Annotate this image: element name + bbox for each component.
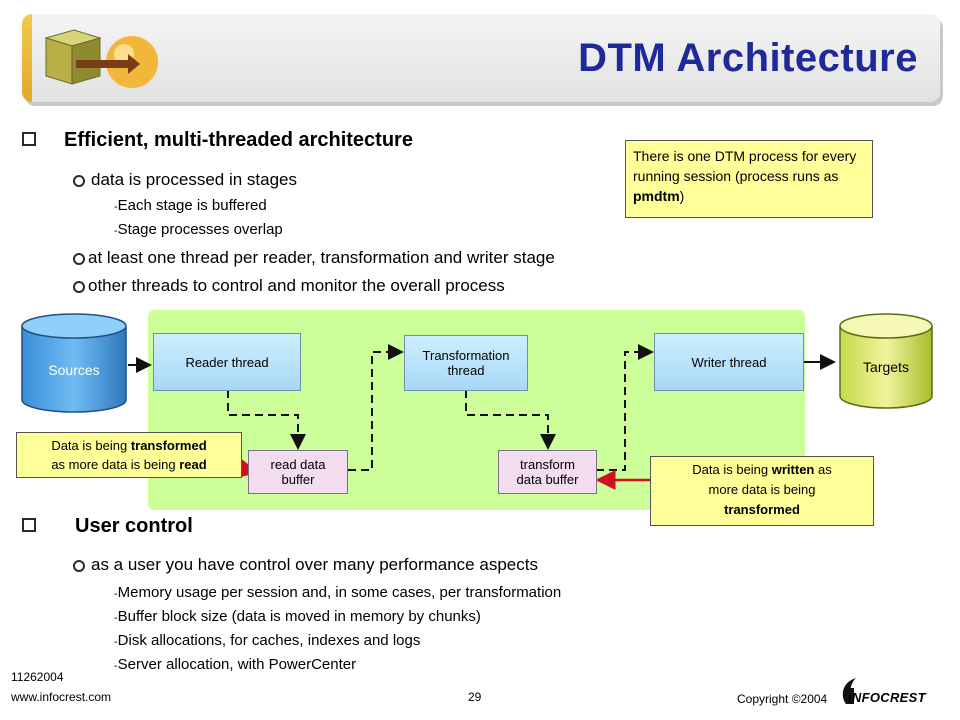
bullet-threads: at least one thread per reader, transfor… [88,248,555,267]
sub-bullet-disk: -Disk allocations, for caches, indexes a… [114,632,421,649]
dtm-process-callout: There is one DTM process for every runni… [625,140,873,218]
footer-url[interactable]: www.infocrest.com [11,690,112,704]
sources-label: Sources [48,362,100,378]
title-banner-accent [22,14,940,102]
targets-label: Targets [863,359,909,375]
bullet-user-aspects: as a user you have control over many per… [91,555,538,574]
bullet-user-control: User control [75,515,193,537]
sub-bullet-memory: -Memory usage per session and, in some c… [114,584,562,601]
title-banner [22,14,940,102]
sources-database-icon [21,313,127,413]
sub-bullet-buffer-block: -Buffer block size (data is moved in mem… [114,608,481,625]
square-bullet-icon [22,518,36,532]
reader-thread-box: Reader thread [153,333,301,391]
page-title: DTM Architecture [578,36,918,80]
cube-arrow-logo [44,29,158,88]
circle-bullet-icon [73,281,85,293]
bullet-efficient: Efficient, multi-threaded architecture [64,129,413,151]
bullet-stages: data is processed in stages [91,170,298,189]
square-bullet-icon [22,132,36,146]
sub-bullet-overlap: -Stage processes overlap [114,221,283,238]
bullet-control-threads: other threads to control and monitor the… [88,276,505,295]
footer-date-number: 11262004 [11,670,64,684]
infocrest-logo: INFOCREST [838,674,938,714]
targets-database-icon [839,313,933,409]
infocrest-logo-icon [842,678,856,704]
sub-bullet-server: -Server allocation, with PowerCenter [114,656,357,673]
circle-bullet-icon [73,560,85,572]
copyright: Copyright ©2004 [737,692,828,706]
circle-bullet-icon [73,253,85,265]
page-number: 29 [468,690,482,704]
read-callout: Data is being transformed as more data i… [16,432,242,478]
infocrest-logo-text: INFOCREST [848,690,926,705]
write-callout: Data is being written as more data is be… [650,456,874,526]
circle-bullet-icon [73,175,85,187]
sub-bullet-buffered: -Each stage is buffered [114,197,267,214]
writer-thread-box: Writer thread [654,333,804,391]
